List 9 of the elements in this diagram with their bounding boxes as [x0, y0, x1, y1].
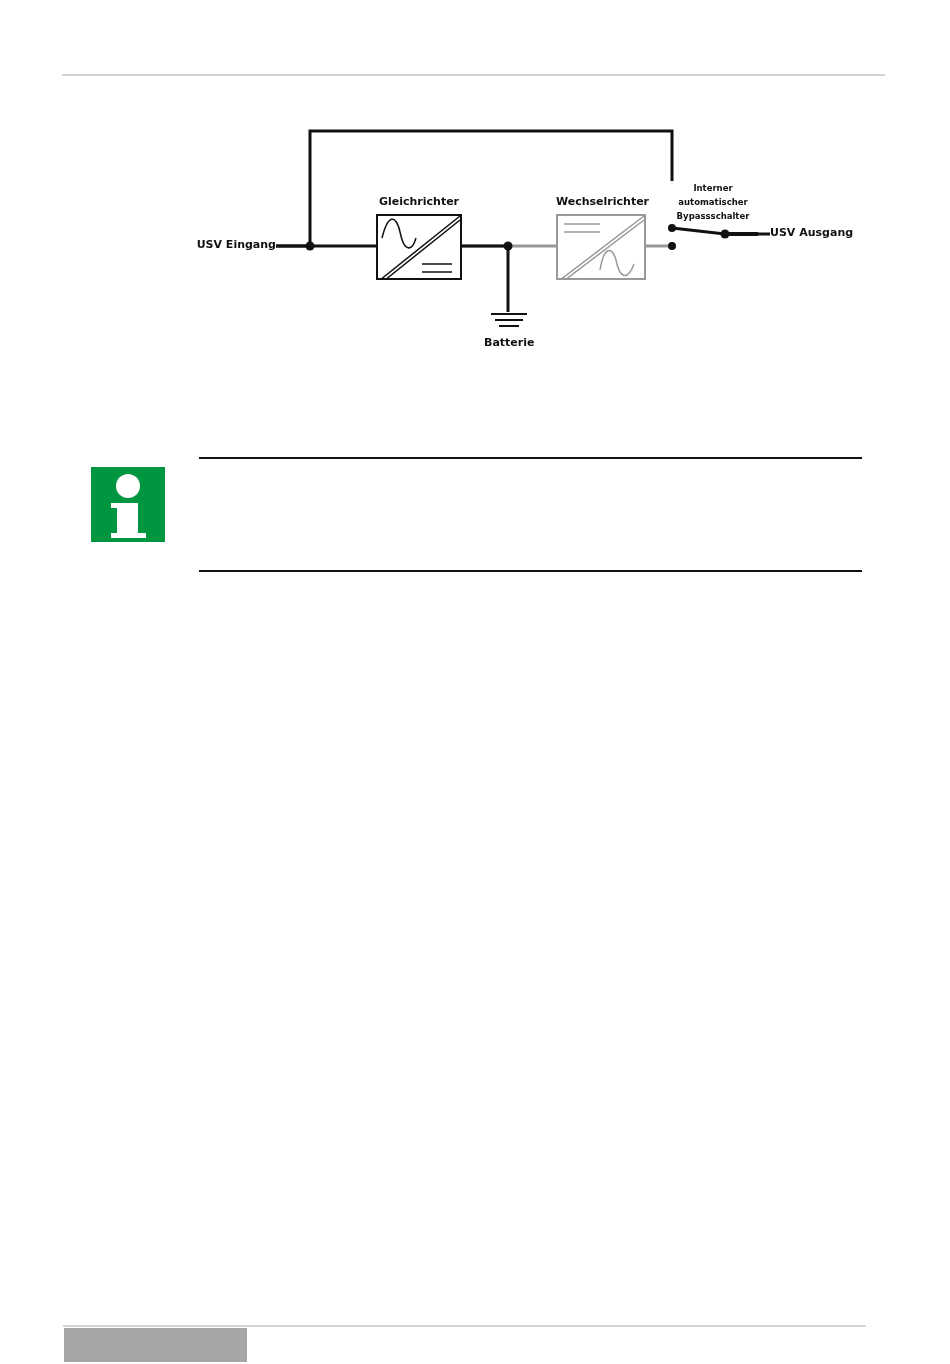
- block-label: Gleichrichter: [377, 194, 461, 210]
- terminal-label: USV Eingang: [195, 238, 276, 252]
- terminal-label: USV Ausgang: [770, 226, 855, 240]
- wire: [276, 129, 674, 248]
- battery-label: Batterie: [484, 336, 534, 350]
- switch-label: Interner automatischer Bypassschalter: [675, 182, 751, 223]
- wire: [758, 232, 770, 236]
- wire: [646, 244, 668, 248]
- wire: [462, 244, 510, 312]
